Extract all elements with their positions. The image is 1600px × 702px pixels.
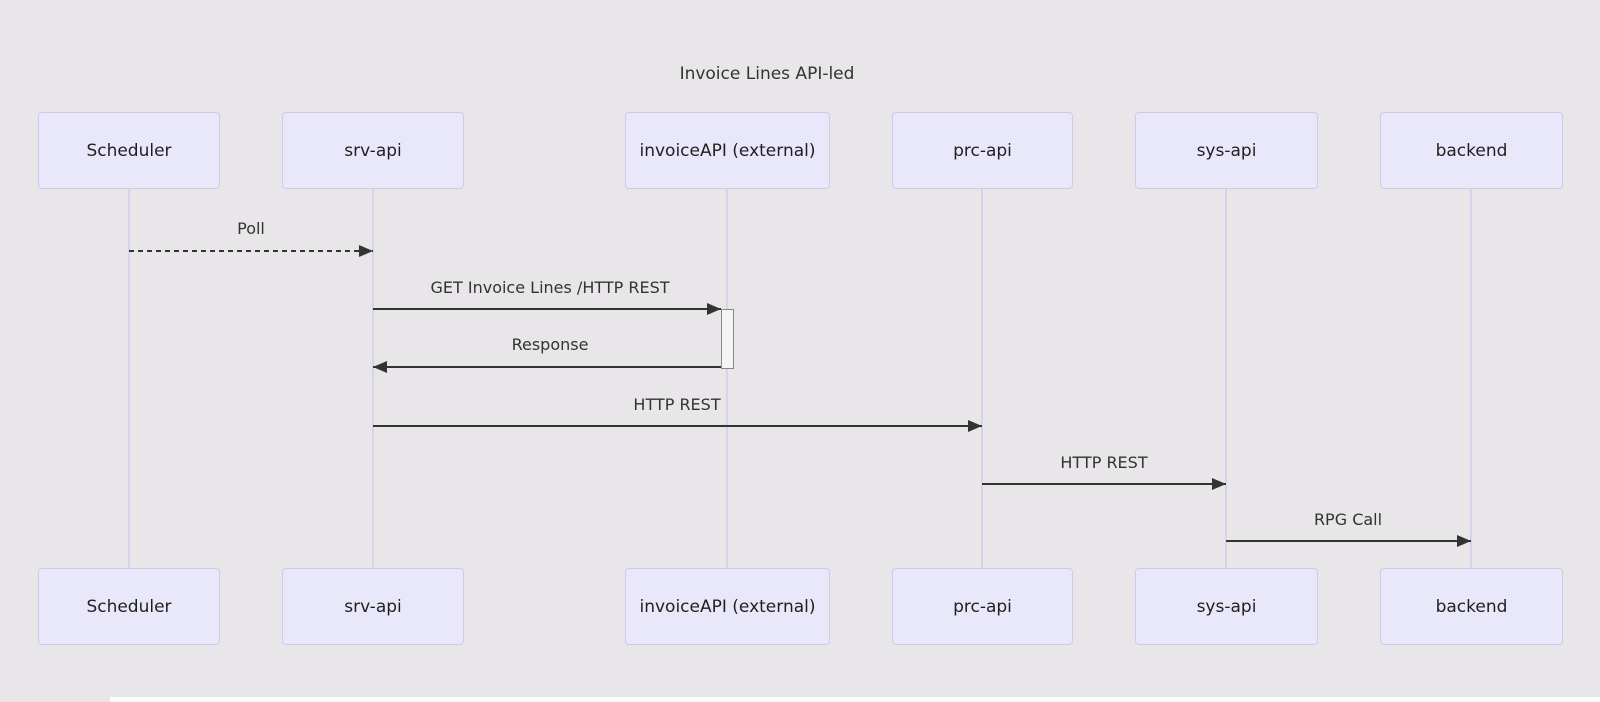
message-rpg-call-arrow [1226,535,1471,547]
activation-bar-invoiceapi [721,309,734,369]
message-http-rest-2-arrow [982,478,1226,490]
actor-top-invoiceapi: invoiceAPI (external) [625,112,830,189]
diagram-title: Invoice Lines API-led [679,64,855,84]
actor-top-prc-api: prc-api [892,112,1073,189]
actor-bottom-invoiceapi: invoiceAPI (external) [625,568,830,645]
actor-bottom-prc-api: prc-api [892,568,1073,645]
message-http-rest-1-arrow [373,420,982,432]
message-get-invoice-lines-arrow [373,303,721,315]
actor-top-srv-api: srv-api [282,112,464,189]
lifeline-scheduler [128,189,130,568]
actor-bottom-srv-api: srv-api [282,568,464,645]
message-get-invoice-lines-label: GET Invoice Lines /HTTP REST [430,278,670,297]
lifeline-srv-api [372,189,374,568]
lifeline-backend [1470,189,1472,568]
actor-bottom-backend: backend [1380,568,1563,645]
window-edge-strip [110,697,1600,702]
message-rpg-call-label: RPG Call [1313,510,1383,529]
lifeline-invoiceapi [726,189,728,568]
message-poll-arrow [129,245,373,257]
message-response-arrow [373,361,721,373]
message-poll-label: Poll [237,219,265,238]
actor-top-backend: backend [1380,112,1563,189]
actor-top-scheduler: Scheduler [38,112,220,189]
actor-top-sys-api: sys-api [1135,112,1318,189]
lifeline-prc-api [981,189,983,568]
message-http-rest-2-label: HTTP REST [1060,453,1148,472]
message-response-label: Response [511,335,589,354]
actor-bottom-sys-api: sys-api [1135,568,1318,645]
message-http-rest-1-label: HTTP REST [633,395,721,414]
lifeline-sys-api [1225,189,1227,568]
actor-bottom-scheduler: Scheduler [38,568,220,645]
